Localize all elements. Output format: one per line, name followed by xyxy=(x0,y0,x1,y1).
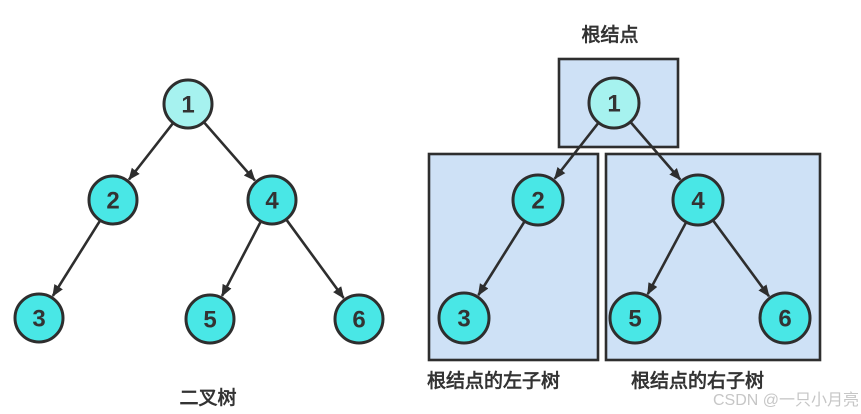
tree-node-label-2: 2 xyxy=(106,188,119,215)
tree-edge-r1-r4 xyxy=(630,121,682,181)
tree-node-1 xyxy=(587,76,641,130)
tree-node-2 xyxy=(87,174,139,226)
tree-node-3 xyxy=(437,291,491,345)
tree-edge-r4-r6 xyxy=(712,220,771,298)
tree-edge-r4-r5 xyxy=(646,222,687,296)
tree-node-label-6: 6 xyxy=(778,306,791,333)
tree-node-label-4: 4 xyxy=(265,188,279,215)
tree-node-4 xyxy=(246,174,298,226)
tree-node-4 xyxy=(671,173,725,227)
tree-node-5 xyxy=(184,293,236,345)
tree-node-6 xyxy=(333,293,385,345)
left-tree-caption: 二叉树 xyxy=(179,386,236,409)
tree-node-label-5: 5 xyxy=(628,306,641,333)
tree-node-label-1: 1 xyxy=(181,92,194,119)
tree-node-2 xyxy=(511,173,565,227)
tree-node-5 xyxy=(608,291,662,345)
right-subtree-caption: 根结点的右子树 xyxy=(631,369,764,392)
tree-edge-n2-n3 xyxy=(51,220,101,297)
tree-edge-n4-n6 xyxy=(285,219,345,299)
tree-node-3 xyxy=(13,292,65,344)
right-tree-title: 根结点 xyxy=(581,23,638,46)
left-subtree-caption: 根结点的左子树 xyxy=(427,369,560,392)
tree-edge-r2-r3 xyxy=(477,221,526,296)
tree-node-label-2: 2 xyxy=(531,188,544,215)
tree-node-6 xyxy=(758,291,812,345)
tree-node-label-6: 6 xyxy=(352,307,365,334)
tree-edge-r1-r2 xyxy=(553,122,599,180)
tree-edge-n4-n5 xyxy=(220,221,262,297)
tree-node-label-1: 1 xyxy=(607,91,620,118)
tree-node-label-3: 3 xyxy=(457,306,470,333)
tree-node-label-5: 5 xyxy=(203,307,216,334)
tree-edge-n1-n2 xyxy=(127,122,174,181)
left-tree-group: 1 2 4 3 5 6 二叉树 xyxy=(13,78,385,409)
csdn-watermark: CSDN @一只小月亮 xyxy=(713,391,859,409)
tree-edge-n1-n4 xyxy=(203,121,256,182)
tree-node-label-3: 3 xyxy=(32,306,45,333)
tree-node-label-4: 4 xyxy=(691,188,705,215)
tree-node-1 xyxy=(162,78,214,130)
